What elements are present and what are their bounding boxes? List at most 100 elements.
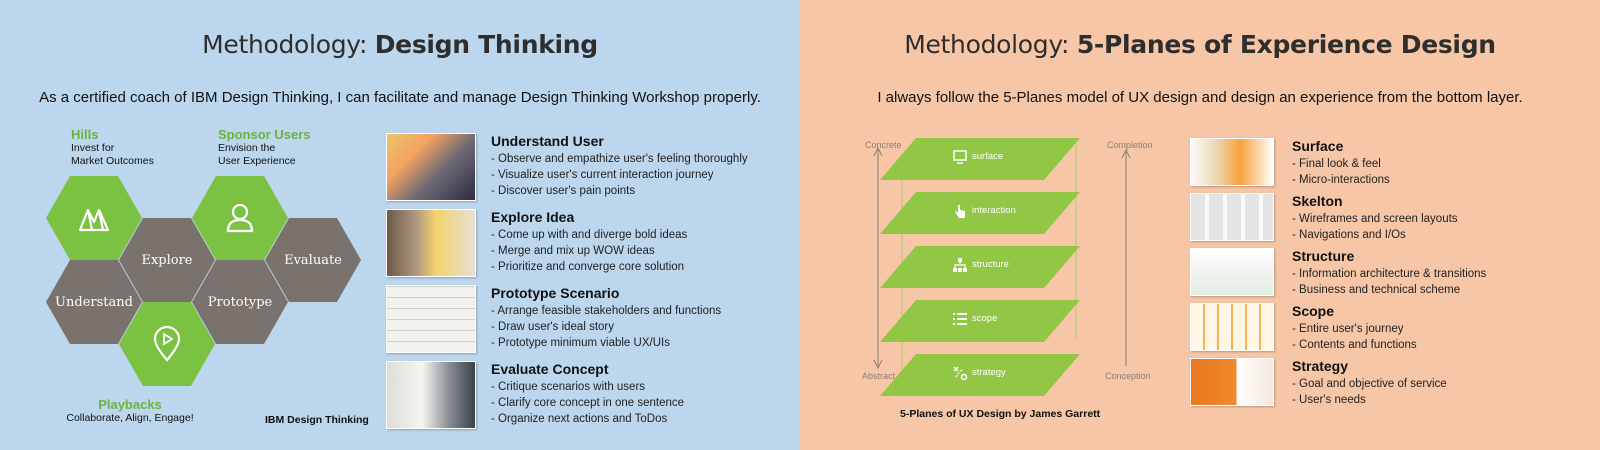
- step-surface: Surface Final look & feel Micro-interact…: [1190, 138, 1590, 192]
- plane-shape: [880, 138, 1080, 180]
- step-title: Strategy: [1292, 358, 1349, 374]
- playbacks-label: Playbacks Collaborate, Align, Engage!: [40, 398, 220, 425]
- step-structure: Structure Information architecture & tra…: [1190, 248, 1590, 302]
- five-planes-subtitle: I always follow the 5-Planes model of UX…: [877, 89, 1523, 106]
- monitor-icon: [953, 150, 967, 164]
- plane-label: structure: [972, 259, 1009, 270]
- list-item: Information architecture & transitions: [1292, 266, 1486, 282]
- list-item: Contents and functions: [1292, 337, 1417, 353]
- location-pin-icon: [119, 302, 215, 386]
- pointer-hand-icon: [955, 205, 965, 218]
- step-understand-user: Understand User Observe and empathize us…: [386, 133, 786, 201]
- hex-evaluate-label: Evaluate: [284, 252, 342, 268]
- title-prefix: Methodology:: [904, 30, 1077, 59]
- hex-prototype: Prototype: [192, 260, 288, 344]
- step-strategy: Strategy Goal and objective of service U…: [1190, 358, 1590, 412]
- step-items: Arrange feasible stakeholders and functi…: [491, 303, 721, 351]
- list-item: Come up with and diverge bold ideas: [491, 227, 687, 243]
- sponsor-users-label: Sponsor Users Envision the User Experien…: [218, 128, 310, 168]
- step-items: Goal and objective of service User's nee…: [1292, 376, 1447, 408]
- strategy-icon: [953, 366, 968, 381]
- design-thinking-hex-diagram: Explore Evaluate Understand Prototype: [46, 176, 366, 396]
- step-title: Understand User: [491, 133, 604, 149]
- list-item: Organize next actions and ToDos: [491, 411, 684, 427]
- step-skelton: Skelton Wireframes and screen layouts Na…: [1190, 193, 1590, 247]
- five-planes-title: Methodology: 5-Planes of Experience Desi…: [800, 30, 1600, 59]
- workshop-photo: [386, 209, 476, 277]
- hex-evaluate: Evaluate: [265, 218, 361, 302]
- step-items: Come up with and diverge bold ideas Merg…: [491, 227, 687, 275]
- list-item: Business and technical scheme: [1292, 282, 1486, 298]
- plane-label: interaction: [972, 205, 1016, 216]
- plane-label: strategy: [972, 367, 1006, 378]
- axis-abstract: Abstract: [862, 371, 896, 381]
- wireframe-screenshot: [1190, 193, 1274, 241]
- list-item: Prototype minimum viable UX/UIs: [491, 335, 721, 351]
- hex-explore-label: Explore: [141, 252, 193, 268]
- plane-surface: surface: [880, 138, 1080, 180]
- plane-structure: structure: [880, 246, 1080, 288]
- design-thinking-subtitle: As a certified coach of IBM Design Think…: [39, 89, 761, 106]
- axis-completion: Completion: [1107, 140, 1153, 150]
- hex-explore: Explore: [119, 218, 215, 302]
- step-items: Final look & feel Micro-interactions: [1292, 156, 1390, 188]
- list-item: Clarify core concept in one sentence: [491, 395, 684, 411]
- list-item: Entire user's journey: [1292, 321, 1417, 337]
- sketch-photo: [386, 285, 476, 353]
- hex-understand: Understand: [46, 260, 142, 344]
- list-item: Merge and mix up WOW ideas: [491, 243, 687, 259]
- surface-screenshot: [1190, 138, 1274, 186]
- step-explore-idea: Explore Idea Come up with and diverge bo…: [386, 209, 786, 277]
- presentation-photo: [386, 361, 476, 429]
- step-items: Entire user's journey Contents and funct…: [1292, 321, 1417, 353]
- strategy-screenshot: [1190, 358, 1274, 406]
- step-items: Observe and empathize user's feeling tho…: [491, 151, 748, 199]
- step-title: Evaluate Concept: [491, 361, 609, 377]
- sponsor-line2: User Experience: [218, 155, 296, 167]
- structure-screenshot: [1190, 248, 1274, 296]
- design-thinking-title: Methodology: Design Thinking: [0, 30, 800, 59]
- five-planes-caption: 5-Planes of UX Design by James Garrett: [900, 408, 1101, 420]
- scope-screenshot: [1190, 303, 1274, 351]
- title-bold: Design Thinking: [374, 30, 598, 59]
- list-item: Wireframes and screen layouts: [1292, 211, 1458, 227]
- five-planes-diagram: Concrete Abstract Completion Conception …: [840, 130, 1160, 420]
- hills-label: Hills Invest for Market Outcomes: [71, 128, 154, 168]
- list-item: Goal and objective of service: [1292, 376, 1447, 392]
- hills-head: Hills: [71, 127, 99, 142]
- list-item: Arrange feasible stakeholders and functi…: [491, 303, 721, 319]
- hills-line2: Market Outcomes: [71, 155, 154, 167]
- hex-understand-label: Understand: [55, 294, 133, 310]
- list-icon: [953, 313, 967, 325]
- plane-scope: scope: [880, 300, 1080, 342]
- list-item: Prioritize and converge core solution: [491, 259, 687, 275]
- sponsor-head: Sponsor Users: [218, 127, 311, 142]
- step-prototype-scenario: Prototype Scenario Arrange feasible stak…: [386, 285, 786, 353]
- axis-conception: Conception: [1105, 371, 1151, 381]
- list-item: Discover user's pain points: [491, 183, 748, 199]
- step-items: Wireframes and screen layouts Navigation…: [1292, 211, 1458, 243]
- plane-label: surface: [972, 151, 1004, 162]
- step-evaluate-concept: Evaluate Concept Critique scenarios with…: [386, 361, 786, 429]
- step-title: Explore Idea: [491, 209, 575, 225]
- plane-shape: [880, 246, 1080, 288]
- plane-strategy: strategy: [880, 354, 1080, 396]
- plane-shape: [880, 354, 1080, 396]
- step-scope: Scope Entire user's journey Contents and…: [1190, 303, 1590, 357]
- list-item: User's needs: [1292, 392, 1447, 408]
- title-prefix: Methodology:: [202, 30, 375, 59]
- sponsor-line1: Envision the: [218, 142, 276, 154]
- step-title: Scope: [1292, 303, 1335, 319]
- playbacks-line1: Collaborate, Align, Engage!: [66, 412, 194, 424]
- list-item: Draw user's ideal story: [491, 319, 721, 335]
- plane-label: scope: [972, 313, 998, 324]
- list-item: Visualize user's current interaction jou…: [491, 167, 748, 183]
- design-thinking-panel: Methodology: Design Thinking As a certif…: [0, 0, 800, 450]
- playbacks-head: Playbacks: [98, 397, 162, 412]
- workshop-photo: [386, 133, 476, 201]
- step-items: Critique scenarios with users Clarify co…: [491, 379, 684, 427]
- step-title: Skelton: [1292, 193, 1343, 209]
- list-item: Critique scenarios with users: [491, 379, 684, 395]
- list-item: Final look & feel: [1292, 156, 1390, 172]
- step-title: Surface: [1292, 138, 1344, 154]
